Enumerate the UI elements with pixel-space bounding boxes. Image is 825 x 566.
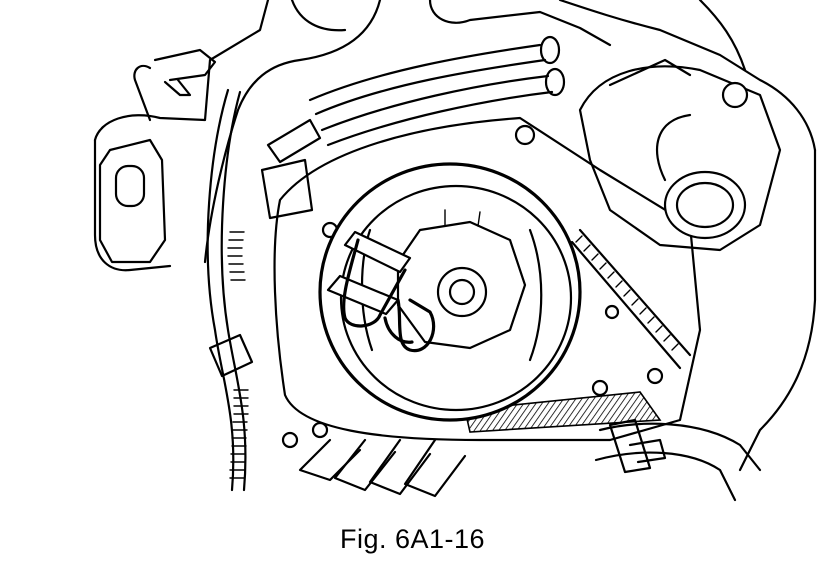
engine-timing-belt-illustration <box>93 0 817 502</box>
coolant-pipes <box>308 35 566 147</box>
lower-hose <box>594 418 762 502</box>
camshaft-pulley <box>318 162 582 422</box>
figure-caption: Fig. 6A1-16 <box>339 524 486 554</box>
water-pump-housing <box>578 58 782 252</box>
engine-housing <box>93 0 817 472</box>
lower-ribs <box>298 438 467 498</box>
wiring-harness <box>206 88 322 492</box>
binder-clip <box>326 230 436 353</box>
mounting-bracket <box>98 48 217 264</box>
timing-belt <box>464 228 692 433</box>
